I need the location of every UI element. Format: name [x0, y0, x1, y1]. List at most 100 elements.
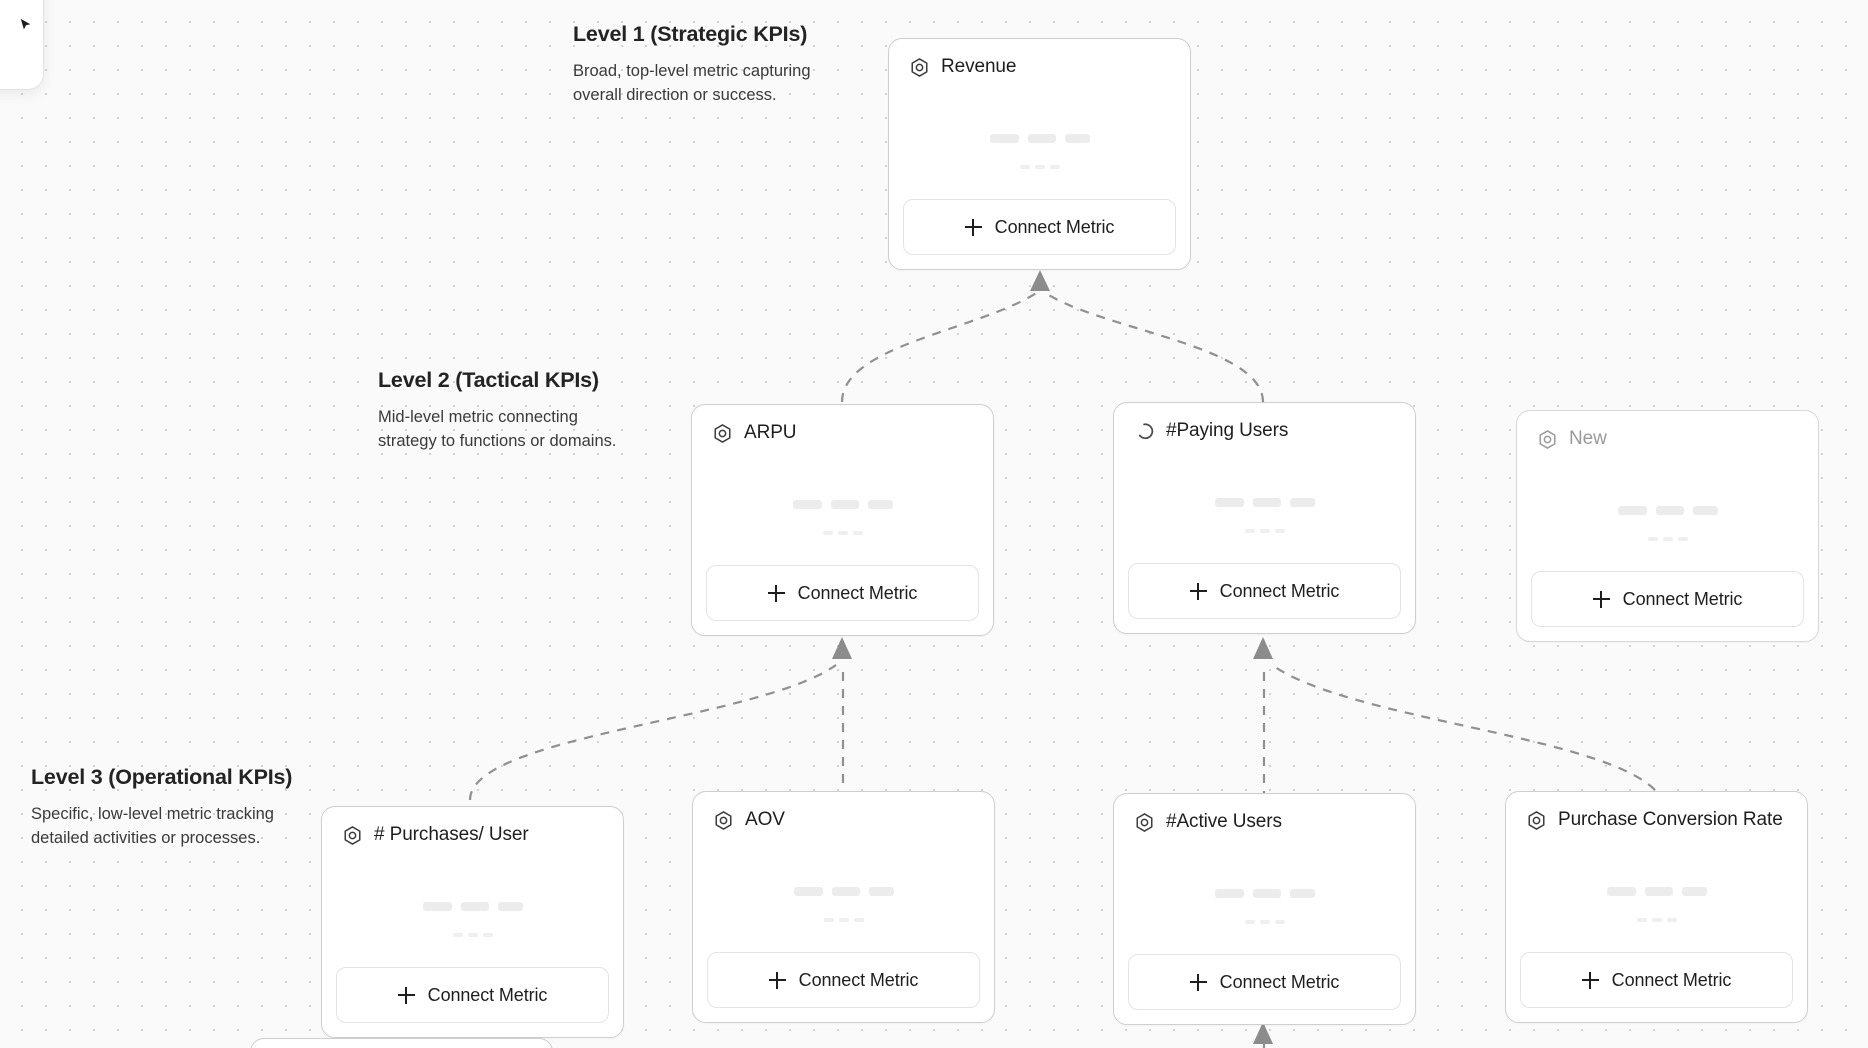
metric-card-active-users[interactable]: #Active Users Connect Metric — [1113, 793, 1416, 1025]
skeleton-row-primary — [322, 901, 623, 911]
card-body — [322, 846, 623, 967]
skeleton-bar — [867, 499, 893, 509]
skeleton-bar — [1692, 505, 1718, 515]
plus-icon — [1189, 582, 1207, 600]
card-body — [1506, 831, 1807, 952]
skeleton-bar — [822, 531, 833, 536]
connect-metric-button[interactable]: Connect Metric — [1531, 571, 1804, 627]
skeleton-bar — [793, 886, 823, 896]
floating-tool-panel[interactable] — [0, 0, 44, 90]
skeleton-bar — [1681, 886, 1707, 896]
skeleton-row-primary — [693, 886, 994, 896]
connect-metric-button[interactable]: Connect Metric — [1128, 954, 1401, 1010]
metric-card-arpu[interactable]: ARPU Connect Metric — [691, 404, 994, 636]
card-footer: Connect Metric — [1506, 952, 1807, 1022]
loading-spinner-icon — [1138, 422, 1154, 439]
card-header: Purchase Conversion Rate — [1506, 792, 1807, 831]
card-footer: Connect Metric — [1517, 571, 1818, 641]
hexagon-metric-icon — [911, 57, 928, 77]
arrowhead-revenue — [1030, 270, 1050, 291]
skeleton-bar — [1214, 888, 1244, 898]
card-header: ARPU — [692, 405, 993, 444]
card-header: #Active Users — [1114, 794, 1415, 833]
skeleton-bar — [1606, 886, 1636, 896]
skeleton-bar — [1666, 918, 1677, 923]
skeleton-bar — [467, 933, 478, 938]
skeleton-bar — [830, 499, 859, 509]
edge-purchases-to-arpu — [468, 664, 837, 801]
card-body — [692, 444, 993, 565]
metric-card-purchase-conversion-rate[interactable]: Purchase Conversion Rate Connect Metric — [1505, 791, 1808, 1023]
metric-card-revenue[interactable]: Revenue Connect Metric — [888, 38, 1191, 270]
skeleton-bar — [460, 901, 489, 911]
skeleton-bar — [837, 531, 848, 536]
skeleton-row-primary — [889, 133, 1190, 143]
level-3-description: Specific, low-level metric tracking deta… — [31, 805, 274, 848]
skeleton-bar — [1274, 529, 1285, 534]
arrowhead-active-users-bottom — [1253, 1022, 1273, 1044]
card-title: Revenue — [941, 56, 1017, 77]
card-header: AOV — [693, 792, 994, 831]
edge-conversion-to-paying-users — [1271, 664, 1656, 791]
skeleton-bar — [1259, 529, 1270, 534]
arrowhead-paying-users — [1253, 637, 1273, 659]
metric-card-aov[interactable]: AOV Connect Metric — [692, 791, 995, 1023]
skeleton-bar — [1027, 133, 1056, 143]
connect-metric-button[interactable]: Connect Metric — [336, 967, 609, 1023]
skeleton-bar — [1019, 165, 1030, 170]
skeleton-bar — [1647, 537, 1658, 542]
skeleton-row-secondary — [1517, 537, 1818, 542]
skeleton-row-primary — [1517, 505, 1818, 515]
skeleton-bar — [1636, 918, 1647, 923]
plus-icon — [768, 971, 786, 989]
skeleton-bar — [1617, 505, 1647, 515]
connect-metric-label: Connect Metric — [797, 582, 918, 603]
arrowhead-arpu — [832, 637, 852, 659]
skeleton-bar — [868, 886, 894, 896]
skeleton-row-secondary — [889, 165, 1190, 170]
metric-card-purchases-per-user[interactable]: # Purchases/ User Connect Metric — [321, 806, 624, 1038]
skeleton-row-secondary — [692, 531, 993, 536]
hexagon-metric-icon — [1539, 429, 1556, 449]
connect-metric-button[interactable]: Connect Metric — [707, 952, 980, 1008]
card-title: # Purchases/ User — [374, 824, 529, 845]
skeleton-row-secondary — [693, 918, 994, 923]
connect-metric-button[interactable]: Connect Metric — [1520, 952, 1793, 1008]
plus-icon — [964, 218, 982, 236]
card-body — [1114, 833, 1415, 954]
connect-metric-label: Connect Metric — [1219, 580, 1340, 601]
card-footer: Connect Metric — [889, 199, 1190, 269]
card-footer: Connect Metric — [322, 967, 623, 1037]
connect-metric-label: Connect Metric — [427, 984, 548, 1005]
skeleton-bar — [1034, 165, 1045, 170]
metric-card-new[interactable]: New Connect Metric — [1516, 410, 1819, 642]
skeleton-bar — [853, 918, 864, 923]
skeleton-bar — [792, 499, 822, 509]
connect-metric-button[interactable]: Connect Metric — [903, 199, 1176, 255]
skeleton-bar — [1259, 920, 1270, 925]
card-body — [693, 831, 994, 952]
skeleton-bar — [1214, 497, 1244, 507]
level-2-description: Mid-level metric connecting strategy to … — [378, 408, 617, 451]
metric-card-offscreen-bottom[interactable] — [250, 1038, 553, 1048]
card-footer: Connect Metric — [692, 565, 993, 635]
skeleton-bar — [482, 933, 493, 938]
connect-metric-label: Connect Metric — [798, 969, 919, 990]
hexagon-metric-icon — [344, 825, 361, 845]
metric-card-paying-users[interactable]: #Paying Users Connect Metric — [1113, 402, 1416, 634]
connect-metric-label: Connect Metric — [1622, 588, 1743, 609]
skeleton-bar — [1252, 497, 1281, 507]
skeleton-row-secondary — [1506, 918, 1807, 923]
cursor-arrow-icon[interactable] — [19, 18, 33, 32]
connect-metric-button[interactable]: Connect Metric — [1128, 563, 1401, 619]
connect-metric-button[interactable]: Connect Metric — [706, 565, 979, 621]
skeleton-bar — [1289, 888, 1315, 898]
skeleton-bar — [1244, 920, 1255, 925]
skeleton-row-primary — [1114, 497, 1415, 507]
skeleton-bar — [1655, 505, 1684, 515]
level-2-label: Level 2 (Tactical KPIs) Mid-level metric… — [378, 368, 628, 454]
skeleton-bar — [1252, 888, 1281, 898]
skeleton-bar — [1274, 920, 1285, 925]
hexagon-metric-icon — [1136, 812, 1153, 832]
